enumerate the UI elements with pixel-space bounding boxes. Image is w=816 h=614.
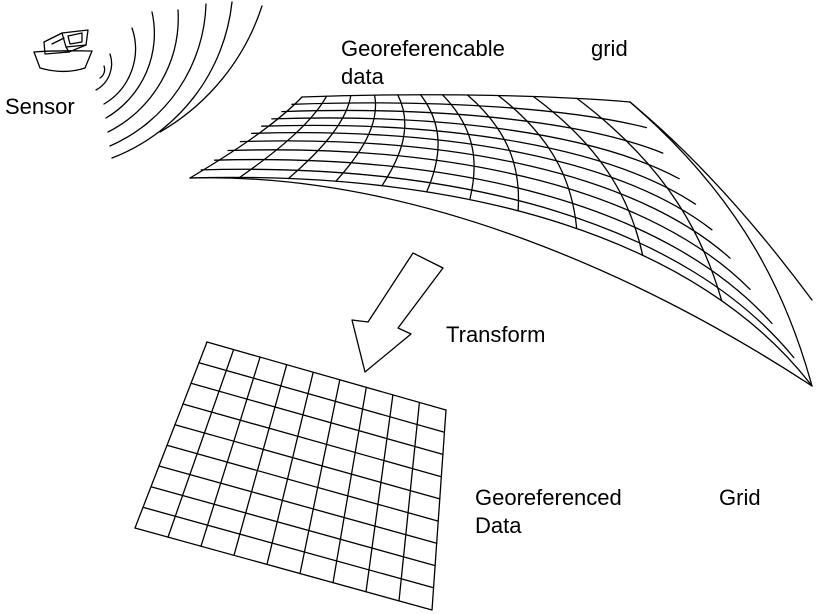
target-grid-title-line2: Data bbox=[475, 513, 522, 538]
grid-line bbox=[398, 401, 421, 602]
sonar-waves-icon bbox=[95, 1, 263, 159]
grid-line bbox=[190, 382, 444, 456]
grid-line bbox=[206, 341, 447, 411]
grid-line bbox=[134, 341, 208, 529]
grid-line bbox=[381, 94, 406, 187]
grid-line bbox=[198, 362, 446, 433]
georeferenced-grid bbox=[134, 341, 447, 611]
ship-icon bbox=[33, 29, 93, 73]
georeferencable-grid bbox=[189, 94, 813, 387]
target-grid-title-word2: Grid bbox=[719, 485, 761, 510]
grid-line bbox=[431, 409, 447, 611]
grid-line bbox=[291, 102, 648, 129]
grid-line bbox=[301, 94, 631, 103]
grid-line bbox=[419, 94, 439, 193]
grid-line bbox=[287, 94, 352, 180]
sensor-label: Sensor bbox=[5, 94, 75, 119]
grid-line bbox=[189, 96, 303, 179]
grid-line bbox=[233, 364, 288, 556]
grid-line bbox=[200, 356, 261, 547]
grid-line bbox=[174, 424, 441, 500]
grid-line bbox=[497, 94, 578, 230]
source-grid-title-word2: grid bbox=[591, 36, 628, 61]
grid-line bbox=[182, 403, 442, 478]
grid-line bbox=[271, 117, 680, 180]
grid-line bbox=[142, 506, 435, 589]
source-grid-title-line2: data bbox=[341, 64, 384, 89]
transform-label: Transform bbox=[446, 322, 546, 347]
grid-line bbox=[213, 158, 773, 325]
grid-line bbox=[150, 486, 436, 567]
grid-line bbox=[365, 394, 394, 593]
grid-line bbox=[332, 386, 367, 584]
grid-line bbox=[239, 95, 328, 179]
grid-line bbox=[167, 348, 235, 538]
grid-line bbox=[134, 527, 433, 611]
source-grid-title-word1: Georeferencable bbox=[341, 36, 505, 61]
grid-line bbox=[466, 94, 520, 212]
grid-line bbox=[189, 177, 813, 387]
grid-line bbox=[189, 176, 813, 387]
grid-line bbox=[261, 124, 697, 205]
grid-line bbox=[166, 444, 439, 522]
grid-line bbox=[576, 97, 723, 302]
grid-line bbox=[532, 95, 644, 256]
grid-line bbox=[266, 371, 314, 566]
grid-line bbox=[441, 94, 475, 201]
target-grid-title-word1: Georeferenced bbox=[475, 485, 622, 510]
grid-line bbox=[629, 101, 813, 387]
transform-arrow-icon bbox=[351, 252, 444, 373]
grid-line bbox=[158, 465, 438, 544]
grid-line bbox=[335, 94, 377, 182]
grid-line bbox=[239, 140, 731, 259]
grid-line bbox=[629, 101, 813, 301]
grid-line bbox=[299, 379, 341, 575]
grid-line bbox=[200, 168, 795, 359]
